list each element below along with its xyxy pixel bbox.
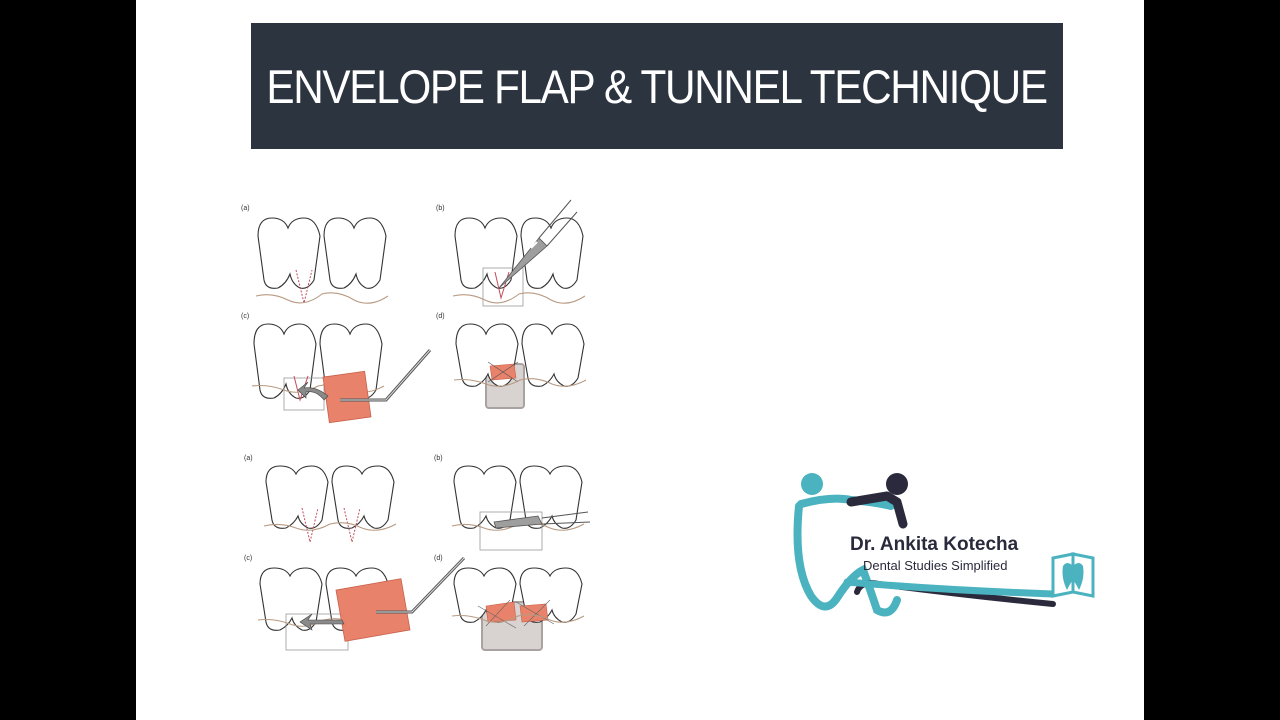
title-bar: ENVELOPE FLAP & TUNNEL TECHNIQUE [251,23,1063,149]
logo-figure-teal-icon [801,473,823,495]
panel-label-c: (c) [244,555,252,562]
logo-figure-navy-icon [886,473,908,495]
tunnel-technique-figure: (a) (b) (c) (d [244,455,591,651]
panel-label-c: (c) [241,313,249,320]
book-tooth-icon [1051,552,1095,598]
panel-label-d: (d) [434,555,443,562]
slide: ENVELOPE FLAP & TUNNEL TECHNIQUE (a) (b) [136,0,1144,720]
envelope-flap-figure: (a) (b) (c) [241,199,587,424]
slide-title: ENVELOPE FLAP & TUNNEL TECHNIQUE [266,59,1049,113]
panel-label-a: (a) [244,455,253,462]
panel-label-d: (d) [436,313,445,320]
panel-label-b: (b) [434,455,443,462]
panel-label-a: (a) [241,205,250,212]
panel-label-b: (b) [436,205,445,212]
logo-name: Dr. Ankita Kotecha [850,534,1019,555]
logo-tagline: Dental Studies Simplified [863,558,1008,573]
brand-logo: Dr. Ankita Kotecha Dental Studies Simpli… [793,473,1095,617]
